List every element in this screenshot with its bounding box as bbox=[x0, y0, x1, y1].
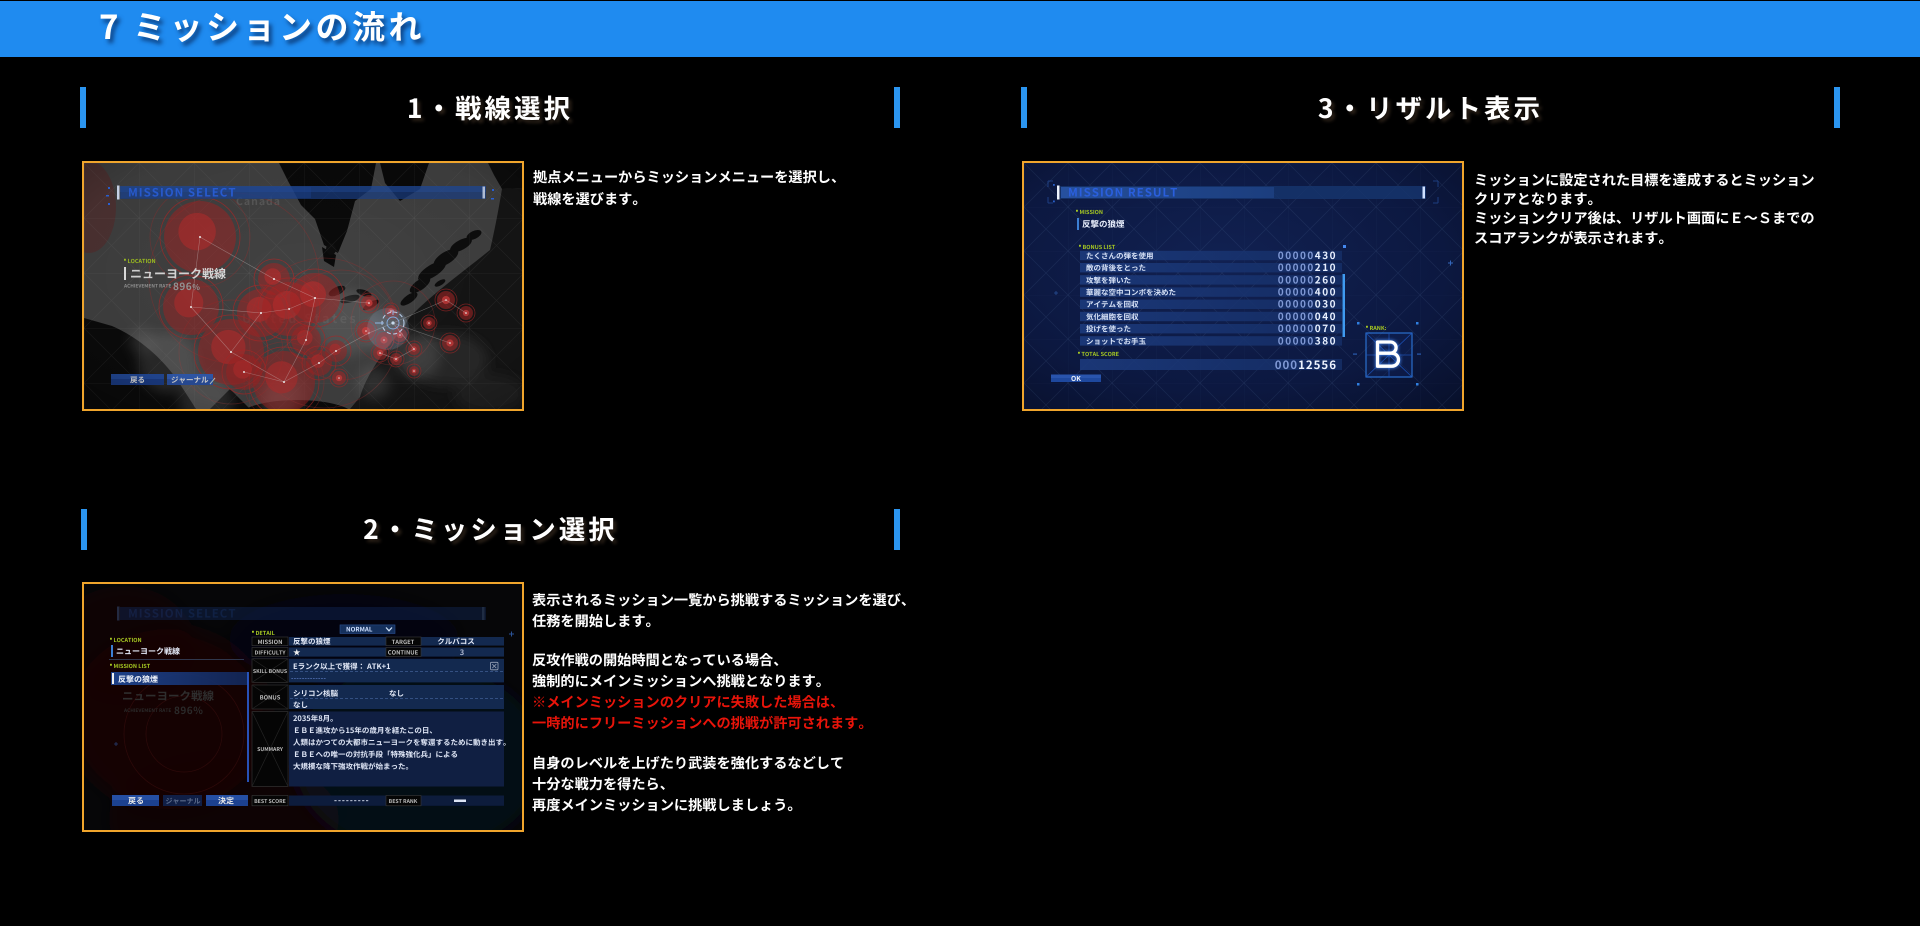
svg-text:LOCATION: LOCATION bbox=[114, 636, 142, 644]
svg-text:反撃の狼煙: 反撃の狼煙 bbox=[118, 674, 158, 685]
svg-text:BONUS LIST: BONUS LIST bbox=[1083, 243, 1116, 251]
svg-text:反撃の狼煙: 反撃の狼煙 bbox=[293, 636, 331, 647]
svg-text:決定: 決定 bbox=[218, 796, 234, 807]
svg-text:投げを使った: 投げを使った bbox=[1086, 324, 1131, 335]
svg-text:00000380: 00000380 bbox=[1278, 332, 1337, 347]
svg-text:---------: --------- bbox=[334, 795, 370, 806]
svg-text:CONTINUE: CONTINUE bbox=[388, 648, 419, 657]
svg-text:-------------: ------------- bbox=[291, 673, 326, 683]
svg-text:Eランク以上で獲得：: Eランク以上で獲得： bbox=[293, 661, 365, 672]
svg-text:DETAIL: DETAIL bbox=[256, 629, 275, 637]
svg-text:ATK+1: ATK+1 bbox=[366, 661, 391, 672]
svg-text:シリコン核脳: シリコン核脳 bbox=[293, 688, 338, 699]
svg-text:なし: なし bbox=[389, 688, 404, 699]
svg-text:BONUS: BONUS bbox=[260, 693, 281, 702]
svg-text:SKILL BONUS: SKILL BONUS bbox=[253, 668, 288, 675]
svg-text:00000430: 00000430 bbox=[1278, 247, 1337, 262]
svg-text:敵の背後をとった: 敵の背後をとった bbox=[1086, 263, 1146, 274]
svg-text:00012556: 00012556 bbox=[1275, 357, 1337, 373]
svg-text:OK: OK bbox=[1071, 373, 1081, 383]
svg-text:たくさんの弾を使用: たくさんの弾を使用 bbox=[1086, 250, 1154, 261]
svg-text:MISSION SELECT: MISSION SELECT bbox=[128, 606, 237, 622]
svg-text:00000400: 00000400 bbox=[1278, 284, 1337, 299]
svg-text:MISSION RESULT: MISSION RESULT bbox=[1068, 185, 1178, 201]
svg-text:00000070: 00000070 bbox=[1278, 320, 1337, 335]
svg-text:反撃の狼煙: 反撃の狼煙 bbox=[1082, 218, 1125, 230]
svg-text:2035年8月。: 2035年8月。 bbox=[293, 713, 338, 724]
svg-text:戻る: 戻る bbox=[128, 796, 144, 807]
svg-text:ニューヨーク戦線: ニューヨーク戦線 bbox=[116, 646, 180, 657]
svg-text:MISSION LIST: MISSION LIST bbox=[114, 662, 151, 670]
svg-text:896%: 896% bbox=[174, 702, 203, 717]
svg-text:00000260: 00000260 bbox=[1278, 271, 1337, 286]
svg-text:ショットでお手玉: ショットでお手玉 bbox=[1086, 336, 1146, 347]
svg-text:人類はかつての大都市ニューヨークを奪還するために動き出す。: 人類はかつての大都市ニューヨークを奪還するために動き出す。 bbox=[293, 737, 511, 748]
svg-text:ACHIEVEMENT RATE: ACHIEVEMENT RATE bbox=[123, 707, 171, 714]
svg-text:00000030: 00000030 bbox=[1278, 296, 1337, 311]
svg-text:BEST RANK: BEST RANK bbox=[389, 798, 418, 805]
svg-text:NORMAL: NORMAL bbox=[346, 625, 373, 634]
svg-text:アイテムを回収: アイテムを回収 bbox=[1086, 299, 1139, 310]
svg-text:BEST SCORE: BEST SCORE bbox=[254, 798, 286, 805]
svg-text:00000040: 00000040 bbox=[1278, 308, 1337, 323]
svg-text:ジャーナル: ジャーナル bbox=[166, 796, 201, 806]
svg-text:ニューヨーク戦線: ニューヨーク戦線 bbox=[122, 688, 214, 704]
svg-text:SUMMARY: SUMMARY bbox=[257, 746, 284, 753]
svg-text:DIFFICULTY: DIFFICULTY bbox=[255, 649, 287, 657]
svg-text:クルバコス: クルバコス bbox=[437, 636, 475, 647]
svg-text:TOTAL SCORE: TOTAL SCORE bbox=[1082, 350, 1120, 358]
svg-text:MISSION: MISSION bbox=[1080, 208, 1104, 216]
svg-text:3: 3 bbox=[460, 647, 464, 658]
svg-text:★: ★ bbox=[293, 647, 301, 658]
svg-text:気化細胞を回収: 気化細胞を回収 bbox=[1086, 311, 1139, 322]
svg-text:なし: なし bbox=[293, 700, 308, 711]
svg-text:MISSION: MISSION bbox=[258, 637, 283, 646]
svg-text:RANK:: RANK: bbox=[1370, 324, 1387, 332]
svg-text:00000210: 00000210 bbox=[1278, 259, 1337, 274]
svg-text:華麗な空中コンボを決めた: 華麗な空中コンボを決めた bbox=[1086, 287, 1176, 298]
svg-text:攻撃を弾いた: 攻撃を弾いた bbox=[1086, 275, 1131, 286]
svg-text:TARGET: TARGET bbox=[392, 637, 415, 646]
svg-text:大規模な降下強攻作戦が始まった。: 大規模な降下強攻作戦が始まった。 bbox=[293, 761, 413, 772]
svg-text:ＥＢＥ進攻から15年の歳月を経たこの日、: ＥＢＥ進攻から15年の歳月を経たこの日、 bbox=[293, 725, 437, 736]
svg-text:ＥＢＥへの唯一の対抗手段「特殊強化兵」による: ＥＢＥへの唯一の対抗手段「特殊強化兵」による bbox=[293, 749, 458, 760]
